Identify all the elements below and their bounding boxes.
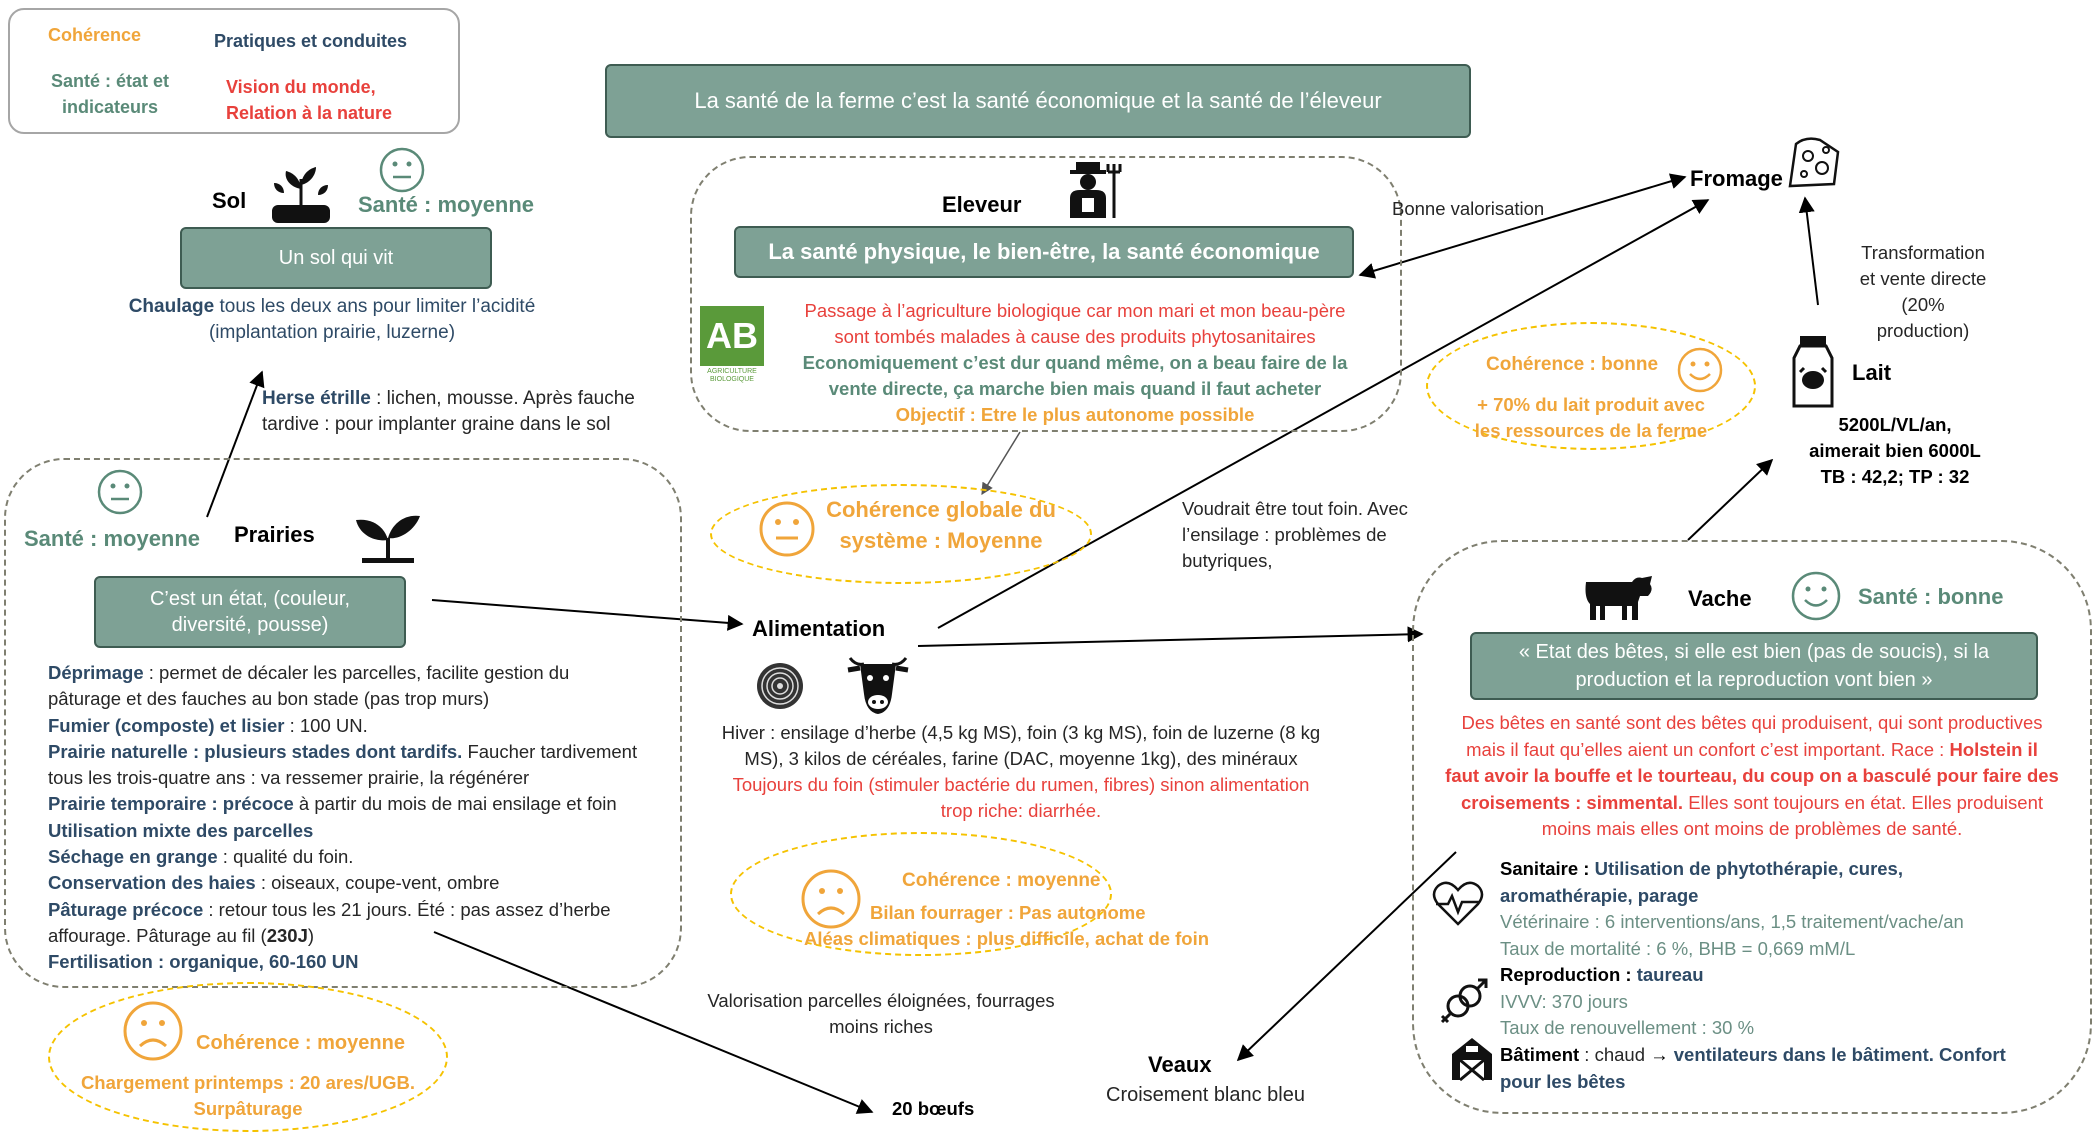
farmer-icon: [1070, 162, 1122, 218]
sad-face-icon: [123, 1001, 183, 1061]
happy-face-icon: [1791, 571, 1841, 621]
chaulage-text: tous les deux ans pour limiter l’acidité: [214, 296, 536, 317]
arrow-prairies-alimentation: [431, 599, 744, 631]
prairie-coherence-ellipse: [48, 982, 448, 1132]
vache-box: « Etat des bêtes, si elle est bien (pas …: [1470, 632, 2038, 700]
lait-label: Lait: [1852, 360, 1892, 385]
alimentation-coherence-l2: Aléas climatiques : plus difficile, acha…: [804, 928, 1210, 949]
legend: Cohérence Pratiques et conduites Santé :…: [8, 8, 460, 134]
cow-head-icon: [847, 657, 909, 714]
sprout-icon: [356, 515, 420, 563]
lait-coherence-title: Cohérence : bonne: [1486, 354, 1659, 375]
vache-health: Santé : bonne: [1858, 584, 2004, 609]
prairie-coherence-title: Cohérence : moyenne: [196, 1032, 405, 1054]
vache-frame: [1412, 540, 2092, 1114]
prairie-coherence-l1: Chargement printemps : 20 ares/UGB.: [80, 1072, 416, 1093]
lait-coherence-l1: + 70% du lait produit avec: [1477, 394, 1705, 415]
sol-health: Santé : moyenne: [358, 192, 535, 217]
legend-health: Santé : état et indicateurs: [50, 71, 170, 117]
eleveur-red1: Passage à l’agriculture biologique car m…: [804, 300, 1346, 321]
boeufs-label: 20 bœufs: [892, 1098, 975, 1119]
herse-text: : lichen, mousse. Après fauche: [370, 388, 635, 409]
gender-symbols-icon: [1440, 978, 1488, 1024]
plant-soil-icon: [272, 167, 330, 223]
heart-pulse-icon: [1432, 881, 1484, 926]
alimentation-valorisation: Valorisation parcelles éloignées, fourra…: [707, 990, 1055, 1037]
legend-coherence: Cohérence: [48, 25, 142, 45]
sol-label: Sol: [212, 188, 247, 213]
eleveur-objective: Objectif : Etre le plus autonome possibl…: [895, 404, 1255, 425]
arrow-vache-lait: [1687, 458, 1774, 541]
prairies-label: Prairies: [234, 522, 315, 547]
alimentation-red: Toujours du foin (stimuler bactérie du r…: [732, 774, 1310, 821]
sol-herse: Herse étrille : lichen, mousse. Après fa…: [262, 386, 692, 438]
barn-icon: [1452, 1038, 1492, 1082]
eleveur-red2: sont tombés malades à cause des produits…: [834, 326, 1316, 347]
herse-key: Herse étrille: [262, 388, 371, 409]
cheese-icon: [1788, 137, 1840, 188]
prairies-box: C’est un état, (couleur, diversité, pous…: [94, 576, 406, 648]
lait-coherence-ellipse: [1426, 322, 1756, 450]
alimentation-coherence-title: Cohérence : moyenne: [902, 870, 1101, 891]
arrow-alimentation-vache: [917, 626, 1424, 647]
arrow-fromage-eleveur: [1358, 173, 1687, 279]
fromage-valorisation: Bonne valorisation: [1392, 198, 1545, 219]
neutral-face-icon: [379, 147, 425, 193]
page-title: La santé de la ferme c’est la santé écon…: [605, 64, 1471, 138]
chaulage-text2: (implantation prairie, luzerne): [208, 322, 456, 343]
prairies-frame: [4, 458, 682, 988]
prairies-health: Santé : moyenne: [24, 526, 201, 551]
veaux-label: Veaux: [1148, 1052, 1212, 1077]
global-coherence-ellipse: [710, 484, 1092, 584]
alimentation-coherence-ellipse: [730, 832, 1112, 956]
neutral-face-icon: [97, 469, 143, 515]
eleveur-green2: vente directe, ça marche bien mais quand…: [828, 378, 1322, 399]
eleveur-box: La santé physique, le bien-être, la sant…: [734, 226, 1354, 278]
arrow-prairies-boeufs: [433, 931, 874, 1114]
cow-icon: [1585, 576, 1652, 620]
eleveur-label: Eleveur: [942, 192, 1022, 217]
vache-batiment: Bâtiment : chaud → ventilateurs dans le …: [1500, 1044, 2006, 1092]
happy-face-icon: [1677, 347, 1723, 393]
vache-sanitaire: Sanitaire : Utilisation de phytothérapie…: [1500, 858, 1964, 959]
arrow-prairies-sol: [206, 370, 265, 518]
prairie-coherence-l2: Surpâturage: [193, 1098, 303, 1119]
sol-chaulage: Chaulage tous les deux ans pour limiter …: [92, 294, 572, 346]
alimentation-winter: Hiver : ensilage d’herbe (4,5 kg MS), fo…: [721, 722, 1321, 769]
alimentation-coherence-l1: Bilan fourrager : Pas autonome: [870, 902, 1146, 923]
veaux-text: Croisement blanc bleu: [1106, 1084, 1305, 1106]
eleveur-frame: [690, 156, 1402, 432]
eleveur-green1: Economiquement c’est dur quand même, on …: [802, 352, 1348, 373]
arrow-vache-veaux: [1236, 851, 1457, 1062]
vache-label: Vache: [1688, 586, 1752, 611]
ab-logo-mark: AB: [700, 306, 764, 366]
neutral-face-icon: [759, 501, 815, 557]
arrow-lait-fromage: [1798, 196, 1819, 306]
prairies-practices: Déprimage : permet de décaler les parcel…: [48, 662, 638, 973]
milk-bottle-icon: [1792, 336, 1834, 408]
fromage-label: Fromage: [1690, 166, 1783, 191]
chaulage-key: Chaulage: [128, 296, 215, 317]
hay-bale-icon: [757, 663, 803, 709]
vache-reproduction: Reproduction : taureau IVVV: 370 jours T…: [1500, 964, 1755, 1038]
alimentation-label: Alimentation: [752, 616, 886, 641]
legend-vision: Vision du monde, Relation à la nature: [226, 77, 393, 123]
herse-text2: tardive : pour implanter graine dans le …: [262, 414, 611, 435]
vache-red-text: Des bêtes en santé sont des bêtes qui pr…: [1445, 712, 2059, 839]
sol-box: Un sol qui vit: [180, 227, 492, 289]
arrow-eleveur-coherence: [981, 431, 1021, 496]
sad-face-icon: [801, 869, 861, 929]
lait-coherence-l2: les ressources de la ferme: [1474, 420, 1708, 441]
legend-practices: Pratiques et conduites: [214, 31, 408, 51]
